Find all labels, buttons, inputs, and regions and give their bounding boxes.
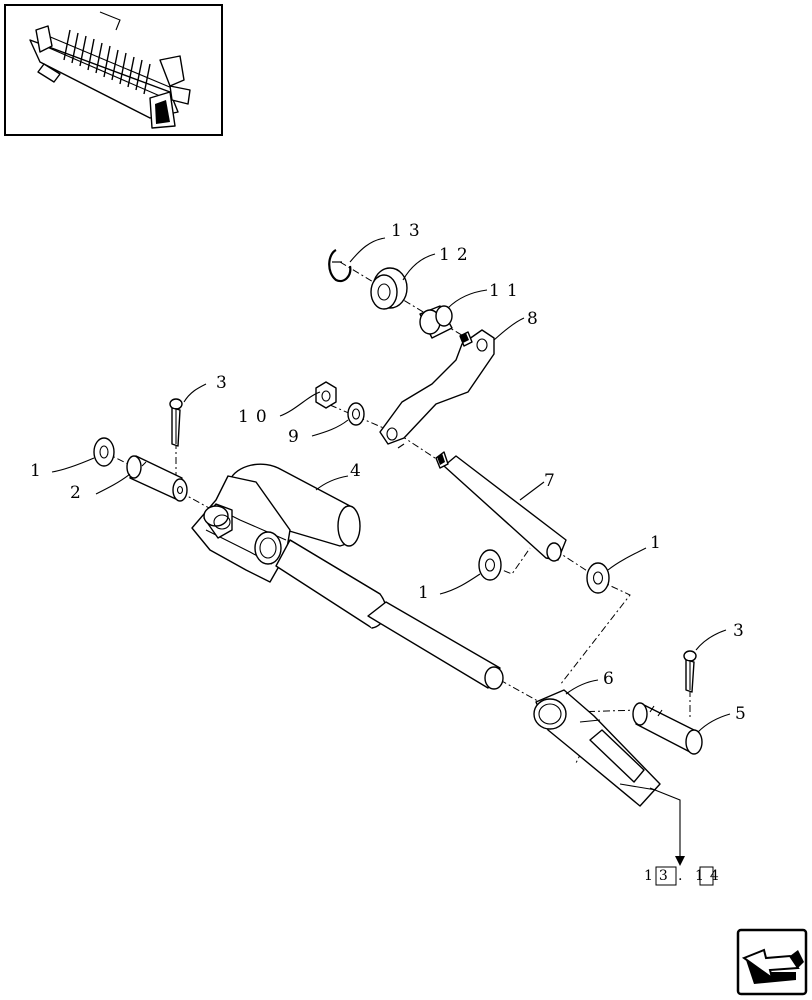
callout-1-middle: 1 (418, 583, 436, 603)
part-5-clevis-pin[interactable] (632, 702, 703, 755)
part-3-cotter-pin-upper[interactable] (169, 398, 183, 447)
callout-1-left: 1 (30, 461, 48, 481)
callout-8: 8 (527, 309, 545, 329)
previous-page-arrow-icon[interactable] (736, 928, 808, 996)
callout-5: 5 (735, 704, 753, 724)
callout-3-lower: 3 (733, 621, 751, 641)
part-6-slotted-clevis[interactable] (533, 689, 661, 807)
callout-3-upper: 3 (216, 373, 234, 393)
part-8-lever[interactable] (379, 329, 495, 449)
part-1-washer-left[interactable] (93, 437, 115, 467)
reference-dot: . (678, 868, 682, 884)
reference-left-number: 13 (644, 868, 674, 884)
callout-11: 11 (489, 281, 525, 301)
callout-4: 4 (350, 461, 368, 481)
part-11-bushing[interactable] (419, 305, 453, 339)
baler-pickup-assembly-thumbnail[interactable] (4, 4, 223, 136)
part-13-snap-ring[interactable] (328, 249, 352, 283)
part-4-electric-actuator[interactable] (191, 463, 504, 690)
callout-12: 12 (439, 245, 475, 265)
reference-right-number: 14 (695, 868, 725, 884)
part-3-cotter-pin-lower[interactable] (683, 650, 697, 693)
callout-13: 13 (391, 221, 427, 241)
callout-6: 6 (603, 669, 621, 689)
part-1-washer-middle[interactable] (478, 549, 502, 581)
assembly-axis-lines (103, 261, 691, 766)
part-9-washer[interactable] (347, 402, 365, 426)
callout-leader-lines (51, 237, 731, 733)
callout-labels: 13 12 11 8 3 10 9 1 2 4 7 1 1 3 6 5 (30, 221, 753, 724)
callout-9: 9 (288, 427, 306, 447)
callout-10: 10 (238, 407, 274, 427)
callout-1-right: 1 (650, 533, 668, 553)
part-7-connecting-rod[interactable] (435, 451, 567, 562)
cross-reference-13-14[interactable]: 13 . 14 (644, 787, 725, 886)
part-2-clevis-pin[interactable] (126, 455, 188, 502)
part-12-roller[interactable] (370, 267, 408, 310)
part-1-washer-right[interactable] (586, 562, 610, 594)
callout-2: 2 (70, 483, 88, 503)
part-10-nut[interactable] (315, 381, 337, 409)
callout-7: 7 (544, 471, 562, 491)
